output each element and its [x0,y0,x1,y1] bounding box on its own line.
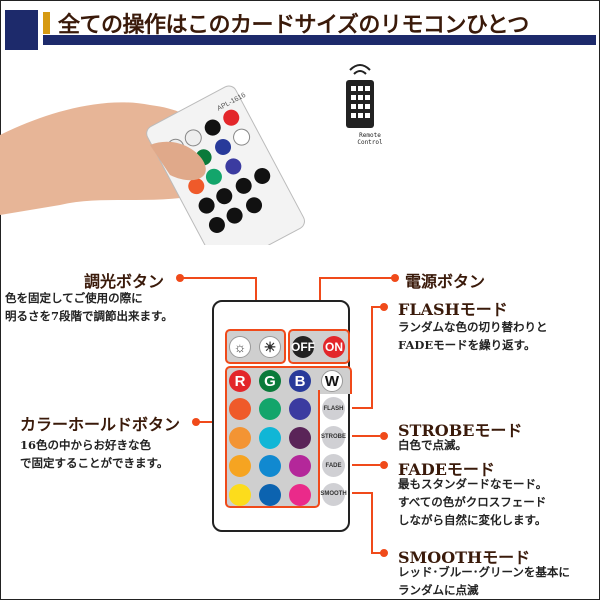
flash-line [352,407,373,409]
header-accent-bar [43,12,50,34]
dimmer-up-button[interactable]: ☀ [259,336,281,358]
caption-line1: Remote [359,132,381,139]
caption-line2: Control [357,139,383,146]
strobe-button[interactable]: STROBE [321,425,346,449]
small-remote-icon: APL-1616 [146,85,305,245]
color-desc: 16色の中からお好きな色 で固定することができます。 [20,436,168,472]
flash-button[interactable]: FLASH [322,397,345,420]
color-button[interactable] [289,398,311,420]
color-dot [192,418,200,426]
fade-desc: 最もスタンダードなモード。 すべての色がクロスフェード しながら自然に変化します… [398,475,547,529]
dimmer-line [180,277,257,279]
dimmer-title: 調光ボタン [84,272,165,291]
dimmer-desc-2: 明るさを7段階で調節出来ます。 [5,309,173,323]
color-title: カラーホールドボタン [20,415,181,434]
fade-desc-3: しながら自然に変化します。 [398,513,547,527]
color-button[interactable] [229,426,251,449]
page-title: 全ての操作はこのカードサイズのリモコンひとつ [58,12,529,38]
color-button-b[interactable]: B [289,370,311,392]
color-button[interactable] [289,483,311,506]
fade-button[interactable]: FADE [322,454,345,477]
header-underline [43,35,596,45]
color-button[interactable] [259,426,281,449]
smooth-line [352,492,373,494]
color-button[interactable] [259,398,281,420]
color-button[interactable] [229,483,251,506]
color-button-r[interactable]: R [229,370,251,392]
flash-line-v [371,306,373,409]
sun-bright-icon: ☀ [263,338,277,355]
power-title: 電源ボタン [405,272,486,291]
color-button-g[interactable]: G [259,370,281,392]
flash-dot [380,303,388,311]
color-desc-2: で固定することができます。 [20,456,169,470]
hand-with-remote-photo: APL-1616 [0,85,305,245]
smooth-line-h [371,552,381,554]
color-button[interactable] [289,426,311,449]
header-square [5,10,38,50]
fade-desc-2: すべての色がクロスフェード [398,495,547,509]
strobe-dot [380,432,388,440]
smooth-dot [380,549,388,557]
fade-line [352,464,380,466]
on-button[interactable]: ON [323,336,345,358]
remote-control-icon [346,64,374,128]
color-button[interactable] [259,455,281,477]
off-button[interactable]: OFF [291,336,315,358]
fade-dot [380,461,388,469]
color-button-w[interactable]: W [321,370,343,392]
smooth-desc-2: ランダムに点滅 [398,583,479,597]
color-desc-1: 16色の中からお好きな色 [20,438,152,452]
sun-dim-icon: ☼ [233,339,247,355]
thumb-icon [150,141,206,181]
flash-desc: ランダムな色の切り替わりと FADEモードを繰り返す。 [398,318,548,354]
strobe-line [352,435,380,437]
smooth-desc-1: レッド･ブルー･グリーンを基本に [398,565,570,579]
remote-icon-caption: Remote Control [350,132,390,146]
color-button[interactable] [229,398,251,420]
smooth-title: SMOOTHモード [398,548,531,567]
flash-title: FLASHモード [398,300,508,319]
color-button[interactable] [259,483,281,506]
power-line [319,277,393,279]
smooth-desc: レッド･ブルー･グリーンを基本に ランダムに点滅 [398,563,570,599]
flash-desc-1: ランダムな色の切り替わりと [398,320,548,334]
flash-desc-2: FADEモードを繰り返す。 [398,338,536,352]
fade-title: FADEモード [398,460,495,479]
smooth-line-v [371,492,373,554]
dimmer-desc-1: 色を固定してご使用の際に [5,291,143,305]
dimmer-down-button[interactable]: ☼ [229,336,251,358]
dimmer-dot [176,274,184,282]
color-button[interactable] [289,455,311,477]
fade-desc-1: 最もスタンダードなモード。 [398,477,548,491]
smooth-button[interactable]: SMOOTH [320,482,347,506]
strobe-title: STROBEモード [398,421,523,440]
color-button[interactable] [229,455,251,477]
power-dot [391,274,399,282]
flash-line-h [371,306,383,308]
strobe-desc: 白色で点滅。 [398,438,467,452]
dimmer-desc: 色を固定してご使用の際に 明るさを7段階で調節出来ます。 [5,289,173,325]
